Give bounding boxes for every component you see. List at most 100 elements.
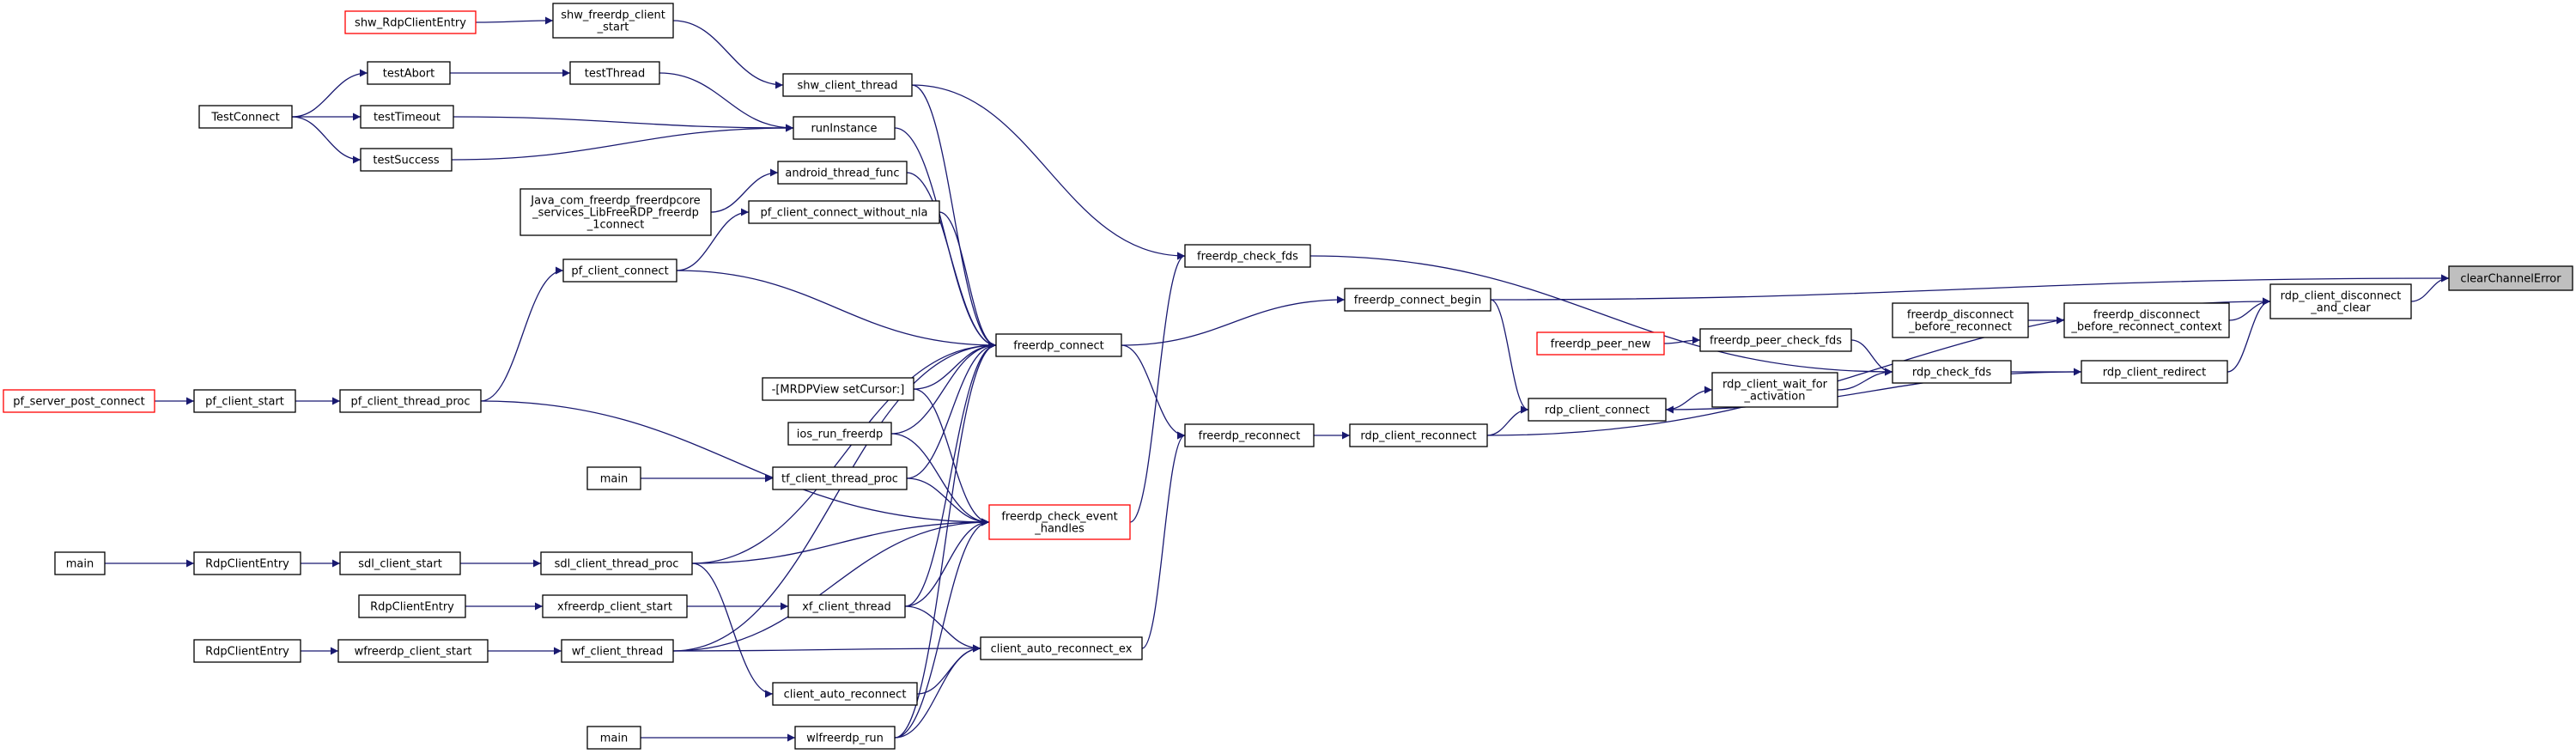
node-freerdp-connect[interactable]: freerdp_connect [995, 333, 1122, 357]
node-box [1528, 398, 1667, 422]
node-label-line: wfreerdp_client_start [355, 646, 472, 659]
node-pf-client-connect[interactable]: pf_client_connect [562, 258, 677, 283]
node-run-instance[interactable]: runInstance [793, 116, 896, 140]
node-wfreerdp-client-start[interactable]: wfreerdp_client_start [337, 639, 489, 663]
node-label-line: freerdp_check_event [1001, 511, 1117, 524]
node-sdl-client-start[interactable]: sdl_client_start [339, 551, 461, 575]
node-box [2448, 265, 2573, 291]
node-label-line: TestConnect [210, 112, 279, 125]
node-main-tf[interactable]: main [586, 466, 641, 490]
edge-ios-run-freerdp-to-freerdp-connect [890, 341, 997, 435]
node-box [1892, 360, 2012, 384]
node-box [1349, 423, 1488, 447]
node-freerdp-peer-check-fds[interactable]: freerdp_peer_check_fds [1699, 328, 1852, 352]
edge-freerdp-check-fds-to-rdp-check-fds [1309, 255, 1893, 376]
node-box [1699, 328, 1852, 352]
node-rdp-client-connect[interactable]: rdp_client_connect [1528, 398, 1667, 422]
edge-shw-rdp-client-entry-to-shw-freerdp-client-start [475, 16, 554, 25]
node-label-line: _activation [1744, 391, 1806, 404]
node-freerdp-disconnect-before-reconnect[interactable]: freerdp_disconnect_before_reconnect [1892, 302, 2029, 338]
node-rdp-client-reconnect[interactable]: rdp_client_reconnect [1349, 423, 1488, 447]
edge-ios-run-freerdp-to-freerdp-check-event-handles [890, 433, 990, 526]
node-label-line: _before_reconnect_context [2070, 321, 2221, 334]
edge-shw-freerdp-client-start-to-shw-client-thread [672, 20, 784, 89]
node-client-auto-reconnect-ex[interactable]: client_auto_reconnect_ex [980, 636, 1143, 660]
node-test-success[interactable]: testSuccess [360, 148, 453, 172]
node-test-timeout[interactable]: testTimeout [360, 105, 454, 129]
node-main-wl[interactable]: main [586, 726, 641, 750]
node-wlfreerdp-run[interactable]: wlfreerdp_run [794, 726, 896, 750]
node-box [2269, 283, 2412, 319]
node-freerdp-disconnect-before-reconnect-context[interactable]: freerdp_disconnect_before_reconnect_cont… [2063, 302, 2230, 338]
node-label-line: testThread [585, 68, 645, 81]
node-freerdp-check-fds[interactable]: freerdp_check_fds [1184, 244, 1311, 268]
edge-wf-client-thread-to-freerdp-check-event-handles [672, 518, 990, 652]
edge-test-timeout-to-run-instance [453, 116, 794, 132]
node-xfreerdp-client-start[interactable]: xfreerdp_client_start [542, 594, 688, 618]
node-box [762, 377, 914, 401]
edge-test-connect-to-test-abort [291, 69, 368, 118]
node-label-line: -[MRDPView setCursor:] [772, 384, 905, 397]
node-rdp-client-entry-wf[interactable]: RdpClientEntry [193, 639, 301, 663]
node-shw-client-thread[interactable]: shw_client_thread [782, 73, 913, 97]
node-box [777, 161, 908, 185]
node-shw-rdp-client-entry[interactable]: shw_RdpClientEntry [344, 10, 477, 34]
edge-shw-client-thread-to-freerdp-check-fds [911, 84, 1186, 260]
node-box [1344, 288, 1492, 312]
node-main-sdl[interactable]: main [54, 551, 106, 575]
node-box [787, 422, 892, 446]
node-freerdp-reconnect[interactable]: freerdp_reconnect [1184, 423, 1315, 447]
node-box [3, 389, 155, 413]
edge-wf-client-thread-to-client-auto-reconnect-ex [672, 644, 981, 653]
node-freerdp-peer-new[interactable]: freerdp_peer_new [1536, 331, 1665, 356]
node-pf-client-thread-proc[interactable]: pf_client_thread_proc [339, 389, 482, 413]
node-rdp-client-disconnect-and-clear[interactable]: rdp_client_disconnect_and_clear [2269, 283, 2412, 319]
node-java-connect[interactable]: Java_com_freerdp_freerdpcore_services_Li… [519, 188, 712, 236]
node-rdp-client-entry-xf[interactable]: RdpClientEntry [358, 594, 466, 618]
node-label-line: rdp_client_wait_for [1722, 379, 1828, 392]
node-label-line: wlfreerdp_run [806, 733, 884, 745]
node-rdp-check-fds[interactable]: rdp_check_fds [1892, 360, 2012, 384]
node-box [2063, 302, 2230, 338]
node-box [2081, 360, 2228, 384]
node-rdp-client-entry-sdl[interactable]: RdpClientEntry [193, 551, 301, 575]
edge-freerdp-peer-check-fds-to-rdp-check-fds [1850, 339, 1893, 376]
node-clear-channel-error[interactable]: clearChannelError [2448, 265, 2573, 291]
nodes: clearChannelError rdp_client_disconnect_a… [3, 3, 2573, 750]
node-pf-client-connect-without-nla[interactable]: pf_client_connect_without_nla [748, 200, 940, 224]
node-android-thread-func[interactable]: android_thread_func [777, 161, 908, 185]
node-sdl-client-thread-proc[interactable]: sdl_client_thread_proc [540, 551, 693, 575]
node-label-line: main [600, 473, 628, 486]
node-xf-client-thread[interactable]: xf_client_thread [787, 594, 906, 618]
node-wf-client-thread[interactable]: wf_client_thread [561, 639, 674, 663]
node-label-line: sdl_client_thread_proc [555, 558, 679, 571]
node-freerdp-check-event-handles[interactable]: freerdp_check_event_handles [988, 504, 1131, 540]
node-ios-run-freerdp[interactable]: ios_run_freerdp [787, 422, 892, 446]
node-label-line: tf_client_thread_proc [781, 473, 898, 486]
edge-wlfreerdp-run-to-client-auto-reconnect-ex [894, 644, 981, 739]
node-test-connect[interactable]: TestConnect [198, 105, 293, 129]
node-box [198, 105, 293, 129]
node-freerdp-connect-begin[interactable]: freerdp_connect_begin [1344, 288, 1492, 312]
node-rdp-client-wait-for-activation[interactable]: rdp_client_wait_for_activation [1711, 372, 1838, 408]
node-rdp-client-redirect[interactable]: rdp_client_redirect [2081, 360, 2228, 384]
node-label-line: pf_client_start [205, 396, 284, 409]
node-mrdpview-setcursor[interactable]: -[MRDPView setCursor:] [762, 377, 914, 401]
node-label-line: _start [597, 21, 629, 34]
node-test-abort[interactable]: testAbort [367, 61, 451, 85]
edge-freerdp-connect-begin-to-clear-channel-error [1490, 274, 2450, 301]
node-client-auto-reconnect[interactable]: client_auto_reconnect [772, 682, 918, 706]
node-test-thread[interactable]: testThread [569, 61, 660, 85]
node-pf-client-start[interactable]: pf_client_start [193, 389, 296, 413]
node-pf-server-post-connect[interactable]: pf_server_post_connect [3, 389, 155, 413]
node-shw-freerdp-client-start[interactable]: shw_freerdp_client_start [552, 3, 674, 39]
edge-rdp-client-reconnect-to-rdp-client-connect [1486, 405, 1529, 436]
node-tf-client-thread-proc[interactable]: tf_client_thread_proc [772, 466, 908, 490]
node-label-line: freerdp_reconnect [1199, 430, 1301, 443]
node-label-line: _handles [1034, 523, 1084, 536]
edge-java-connect-to-android-thread-func [710, 168, 779, 213]
node-box [561, 639, 674, 663]
node-box [358, 594, 466, 618]
node-label-line: shw_freerdp_client [561, 9, 665, 22]
